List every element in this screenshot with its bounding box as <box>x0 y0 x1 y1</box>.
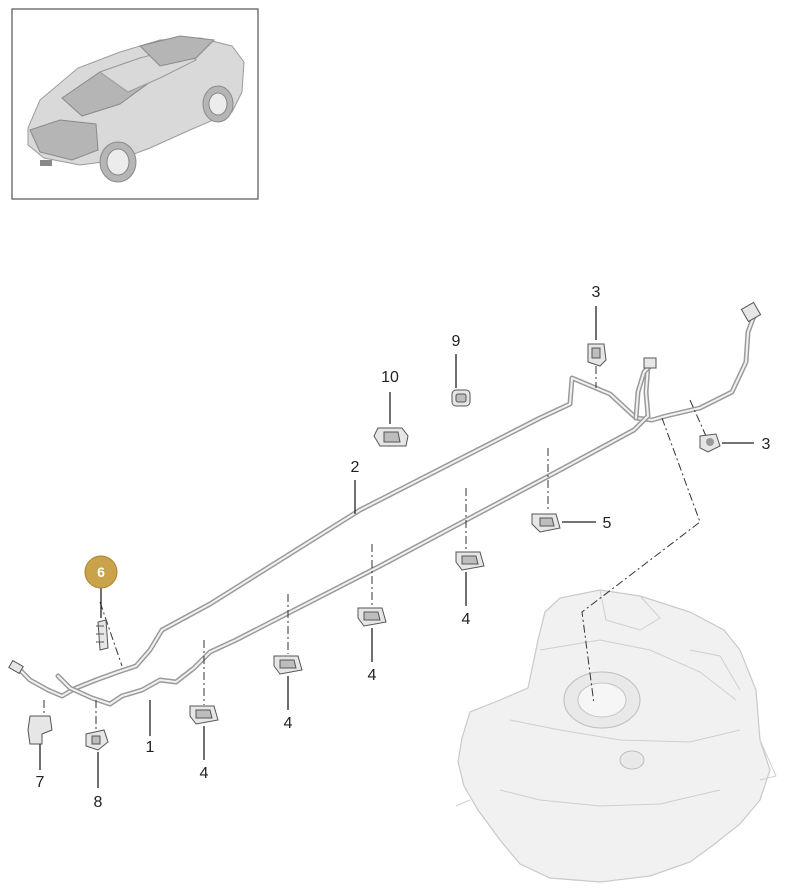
callout-4-c[interactable]: 4 <box>284 715 293 732</box>
callout-10[interactable]: 10 <box>381 369 399 386</box>
part-10-bracket <box>373 427 409 447</box>
callout-labels: 10 9 3 3 5 2 4 4 4 4 1 7 8 6 <box>36 284 771 811</box>
callout-2[interactable]: 2 <box>351 459 360 476</box>
callout-4-a[interactable]: 4 <box>462 611 471 628</box>
callout-3-upper[interactable]: 3 <box>592 284 601 301</box>
part-7-holder <box>27 715 53 745</box>
part-3-clip-upper <box>587 343 607 367</box>
part-5-clip <box>531 513 561 533</box>
callout-8[interactable]: 8 <box>94 794 103 811</box>
part-4-clip-a <box>455 551 485 571</box>
part-4-clip-c <box>273 655 303 675</box>
leader-lines <box>39 306 754 788</box>
assembly-lines <box>43 366 707 730</box>
callout-4-d[interactable]: 4 <box>200 765 209 782</box>
clips-and-brackets <box>27 343 721 751</box>
fuel-tank <box>455 589 777 883</box>
part-4-clip-b <box>357 607 387 627</box>
vehicle-thumbnail <box>11 8 259 200</box>
part-9-grommet <box>451 389 471 407</box>
highlight-circle <box>84 555 118 589</box>
callout-3-right[interactable]: 3 <box>762 436 771 453</box>
callout-7[interactable]: 7 <box>36 774 45 791</box>
part-4-clip-d <box>189 705 219 725</box>
part-3-clip-right <box>699 433 721 453</box>
fuel-lines <box>8 301 762 707</box>
callout-1[interactable]: 1 <box>146 739 155 756</box>
callout-6-badge[interactable]: 6 <box>84 555 118 589</box>
callout-9[interactable]: 9 <box>452 333 461 350</box>
part-8-clip <box>85 729 109 751</box>
callout-6: 6 <box>97 564 105 580</box>
callout-4-b[interactable]: 4 <box>368 667 377 684</box>
callout-5[interactable]: 5 <box>603 515 612 532</box>
part-6-clip <box>96 619 109 651</box>
